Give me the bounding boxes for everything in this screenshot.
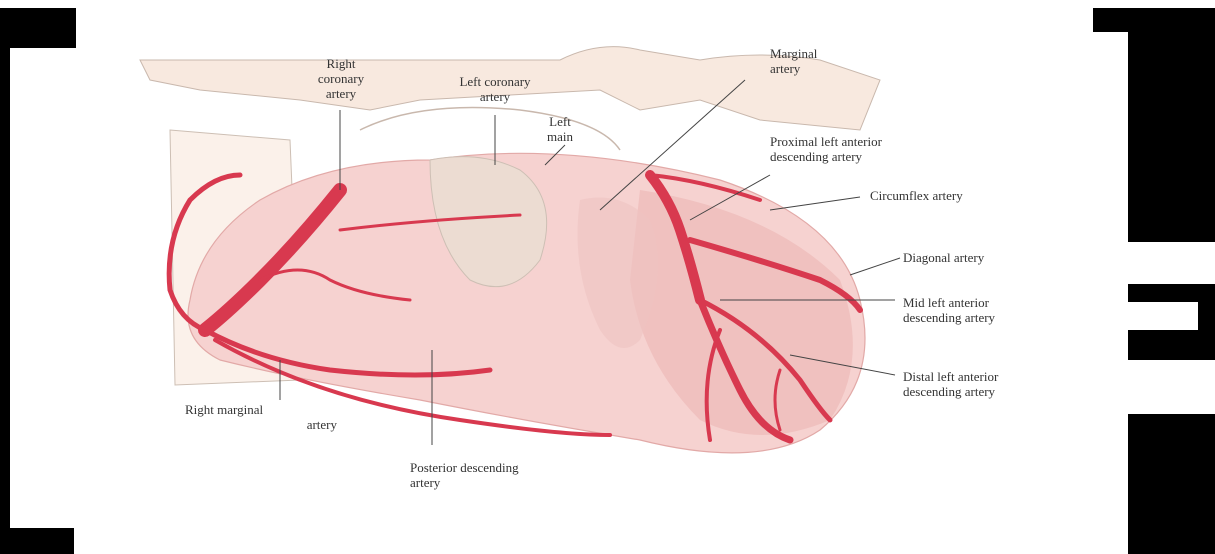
label-line: artery [770, 61, 817, 76]
label-distal-lad: Distal left anterior descending artery [903, 369, 998, 399]
leader-circumflex [770, 197, 860, 210]
label-left-main: Left main [530, 114, 590, 144]
label-left-coronary-artery: Left coronary artery [430, 74, 560, 104]
label-line: Right [296, 56, 386, 71]
label-right-marginal-artery: Right marginal artery [185, 402, 355, 432]
label-line: Distal left anterior [903, 369, 998, 384]
label-line: main [530, 129, 590, 144]
label-line: descending artery [770, 149, 882, 164]
label-line: Diagonal artery [903, 250, 984, 265]
label-diagonal-artery: Diagonal artery [903, 250, 984, 265]
label-line: artery [185, 417, 355, 432]
label-line: artery [430, 89, 560, 104]
label-mid-lad: Mid left anterior descending artery [903, 295, 995, 325]
label-proximal-lad: Proximal left anterior descending artery [770, 134, 882, 164]
label-line: descending artery [903, 310, 995, 325]
label-line: Left [530, 114, 590, 129]
label-line: coronary [296, 71, 386, 86]
label-marginal-artery: Marginal artery [770, 46, 817, 76]
label-right-coronary-artery: Right coronary artery [296, 56, 386, 101]
leader-diagonal [850, 258, 900, 275]
label-line: Mid left anterior [903, 295, 995, 310]
label-line: Circumflex artery [870, 188, 963, 203]
label-line: artery [296, 86, 386, 101]
label-circumflex-artery: Circumflex artery [870, 188, 963, 203]
label-posterior-descending-artery: Posterior descending artery [410, 460, 519, 490]
label-line: descending artery [903, 384, 998, 399]
label-line: Marginal [770, 46, 817, 61]
label-line: Proximal left anterior [770, 134, 882, 149]
label-line: Posterior descending [410, 460, 519, 475]
label-line: Left coronary [430, 74, 560, 89]
label-line: Right marginal [185, 402, 355, 417]
label-line: artery [410, 475, 519, 490]
